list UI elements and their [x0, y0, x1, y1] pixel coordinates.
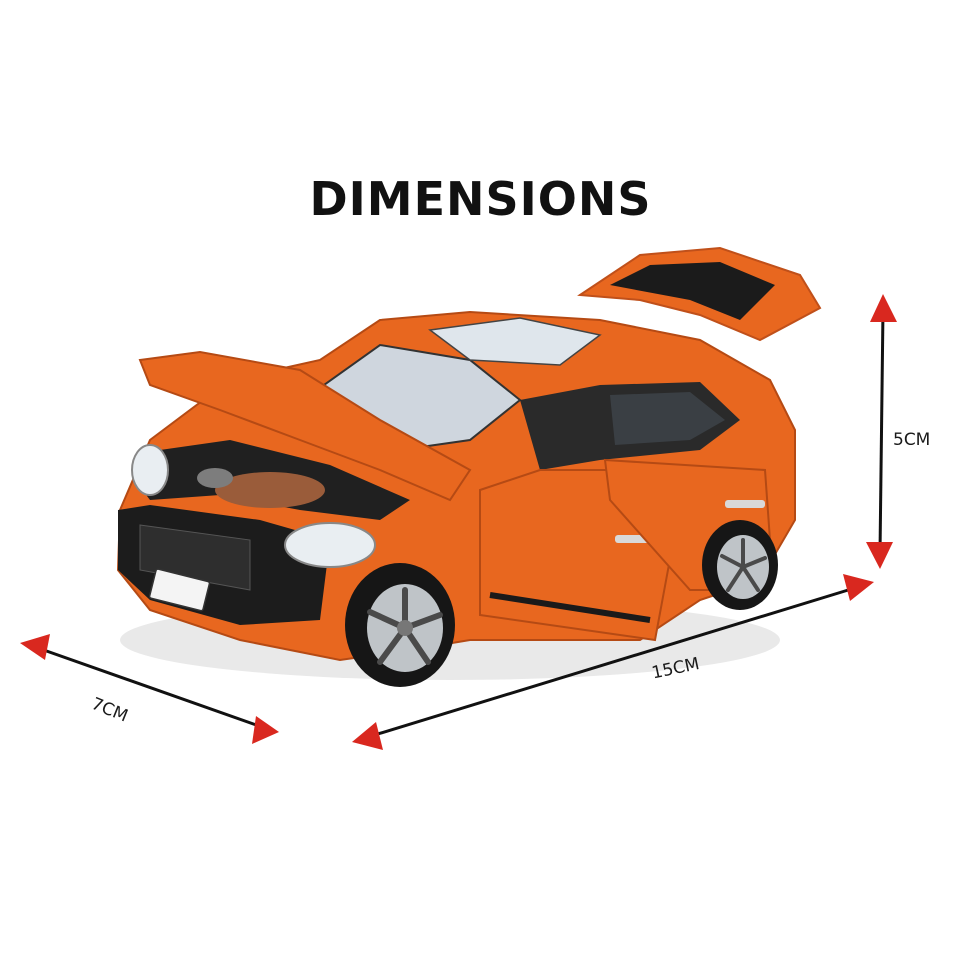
height-label: 5CM [893, 430, 931, 450]
hood [138, 350, 472, 502]
width-arrow-left [20, 634, 50, 660]
dimension-arrows [37, 309, 885, 739]
license-plate [148, 568, 211, 612]
width-line [37, 646, 263, 729]
length-arrow-left [352, 722, 383, 750]
height-arrow-top [870, 294, 897, 322]
headlight-left [131, 444, 169, 496]
headlight-right [284, 522, 376, 568]
height-line [878, 309, 885, 554]
toy-car [116, 246, 822, 687]
rear-wheel [702, 520, 778, 610]
length-arrow-right [843, 574, 874, 601]
width-arrow-right [252, 716, 279, 744]
page-title: DIMENSIONS [309, 172, 652, 226]
length-line [367, 585, 859, 739]
front-wheel [345, 563, 455, 687]
arrowheads [20, 294, 897, 750]
height-arrow-bottom [866, 542, 893, 569]
